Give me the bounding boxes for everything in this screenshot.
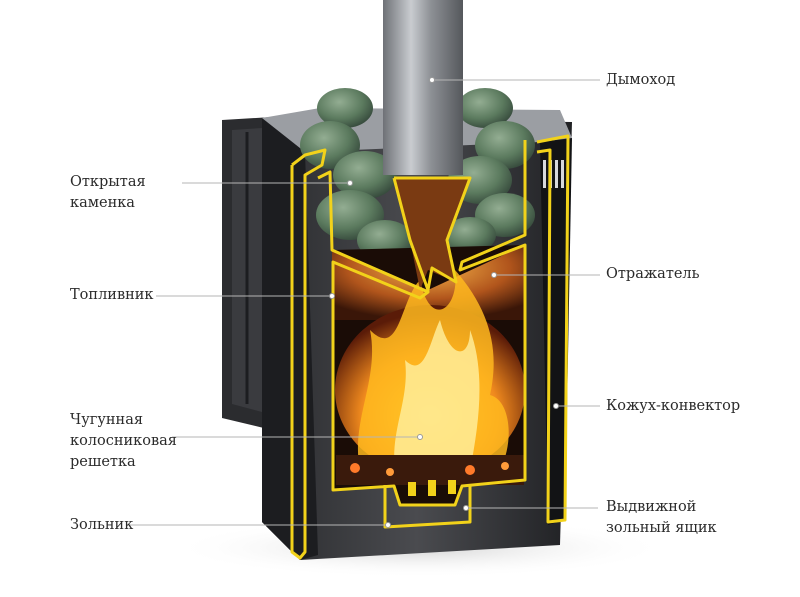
label-grate-line3: решетка <box>70 452 177 473</box>
label-ash-pit: Зольник <box>70 515 133 536</box>
label-ash-drawer-line2: зольный ящик <box>606 518 717 539</box>
label-open-heater: Открытая каменка <box>70 172 146 214</box>
label-grate: Чугунная колосниковая решетка <box>70 410 177 473</box>
label-chimney-text: Дымоход <box>606 70 675 91</box>
label-ash-pit-text: Зольник <box>70 515 133 536</box>
ash-drawer-slots <box>408 480 456 496</box>
label-open-heater-line2: каменка <box>70 193 146 214</box>
label-open-heater-line1: Открытая <box>70 172 146 193</box>
label-grate-line2: колосниковая <box>70 431 177 452</box>
label-ash-drawer-line1: Выдвижной <box>606 497 717 518</box>
label-reflector: Отражатель <box>606 264 700 285</box>
label-reflector-text: Отражатель <box>606 264 700 285</box>
label-chimney: Дымоход <box>606 70 675 91</box>
label-convector-casing-text: Кожух-конвектор <box>606 396 740 417</box>
label-convector-casing: Кожух-конвектор <box>606 396 740 417</box>
label-firebox-text: Топливник <box>70 285 154 306</box>
label-ash-drawer: Выдвижной зольный ящик <box>606 497 717 539</box>
chimney-pipe <box>383 0 463 175</box>
label-firebox: Топливник <box>70 285 154 306</box>
label-grate-line1: Чугунная <box>70 410 177 431</box>
